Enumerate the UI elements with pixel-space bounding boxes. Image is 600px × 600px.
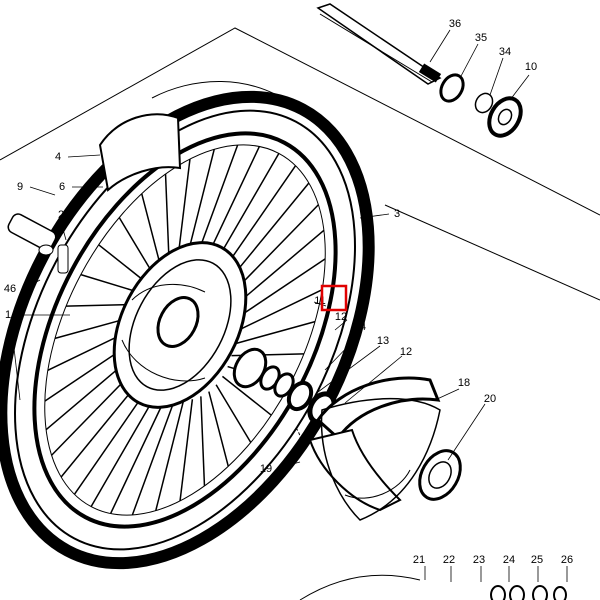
spoke	[118, 217, 155, 276]
part-callout-6: 6	[59, 181, 65, 193]
wheel	[0, 90, 375, 570]
spoke	[233, 320, 316, 345]
panel-guide-line	[384, 204, 600, 301]
leader-line	[509, 74, 530, 101]
leader-line	[317, 345, 381, 393]
leader-line	[29, 186, 56, 196]
spoke	[131, 398, 176, 516]
part-callout-14: 14	[354, 321, 366, 333]
part-callout-12: 12	[335, 311, 347, 323]
part-callout-34: 34	[499, 46, 511, 58]
part-callout-10: 10	[525, 61, 537, 73]
part-callout-11: 11	[314, 295, 325, 307]
leader-line	[67, 154, 101, 158]
part-callout-26: 26	[561, 554, 573, 566]
part-callout-2: 2	[58, 209, 64, 221]
spoke	[234, 258, 326, 321]
pin-parts	[7, 213, 69, 274]
part-callout-1: 1	[5, 309, 11, 321]
part-callout-23: 23	[473, 554, 485, 566]
part-callout-21: 21	[413, 554, 425, 566]
part-callout-9: 9	[17, 181, 23, 193]
leader-line	[60, 221, 67, 241]
leader-line	[277, 461, 301, 469]
part-callout-36: 36	[449, 18, 461, 30]
panel-outline	[0, 27, 600, 216]
part-callout-12: 12	[400, 346, 412, 358]
spoke	[109, 394, 168, 514]
leader-line	[459, 43, 479, 79]
part-callout-4: 4	[55, 151, 61, 163]
spoke	[200, 396, 206, 486]
leader-line	[24, 279, 41, 289]
spoke	[179, 399, 194, 501]
spoke	[140, 193, 162, 269]
part-callout-46: 46	[4, 283, 16, 295]
part-callout-18: 18	[458, 377, 470, 389]
rim-band	[98, 81, 301, 192]
part-callout-13: 13	[377, 335, 389, 347]
part-callout-20: 20	[484, 393, 496, 405]
part-callout-5: 5	[7, 333, 13, 345]
brake-shoe-assembly	[289, 376, 462, 521]
part-callout-19: 19	[260, 463, 272, 475]
spoke	[176, 159, 191, 261]
bearing-seal-stack	[232, 347, 337, 425]
leader-line	[434, 388, 460, 401]
spoke	[215, 384, 252, 443]
leader-line	[489, 57, 504, 96]
spoke	[221, 375, 272, 416]
part-callout-35: 35	[475, 32, 487, 44]
leader-line	[13, 347, 21, 401]
part-callout-22: 22	[443, 554, 455, 566]
spoke	[98, 244, 149, 285]
leader-line	[359, 213, 390, 219]
spoke	[185, 149, 215, 261]
leader-line	[429, 29, 451, 63]
spoke	[208, 391, 230, 467]
bottom-parts	[299, 574, 567, 600]
spoke	[234, 289, 323, 333]
spoke	[90, 389, 160, 507]
spoke	[164, 174, 170, 264]
leader-line	[334, 319, 348, 331]
part-callout-24: 24	[503, 554, 515, 566]
leader-line	[313, 301, 327, 307]
highlight-box	[320, 284, 348, 312]
spoke	[155, 399, 185, 511]
part-callout-25: 25	[531, 554, 543, 566]
part-callout-3: 3	[394, 208, 400, 220]
leader-line	[447, 403, 486, 461]
axle-assembly	[316, 3, 523, 138]
leader-line	[344, 355, 403, 404]
leader-line	[324, 333, 361, 371]
spoke	[231, 229, 325, 309]
